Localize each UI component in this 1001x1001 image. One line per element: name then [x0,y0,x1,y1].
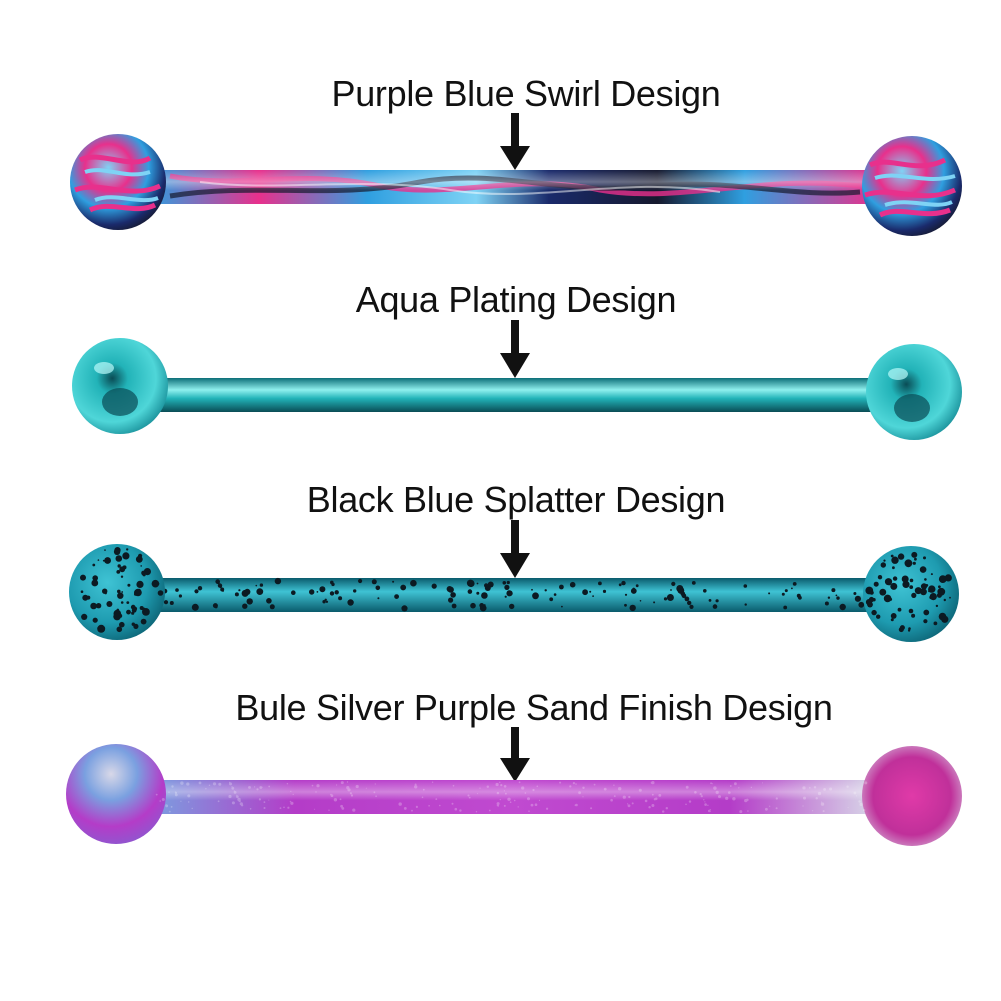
barbell-plating [72,338,962,440]
ball-right-swirl [862,136,962,236]
label-plating: Aqua Plating Design [356,279,677,320]
ball-left-plating [72,338,168,434]
sand-texture [155,781,868,814]
label-splatter: Black Blue Splatter Design [307,479,725,520]
barbell-sand [66,744,962,846]
ball-right-splatter [863,546,959,642]
bar-plating [150,378,875,412]
ball-right-sand [862,746,962,846]
barbell-splatter [69,544,959,642]
ball-left-swirl [70,134,166,230]
splatter-dots [158,577,865,612]
label-swirl: Purple Blue Swirl Design [332,73,721,114]
ball-left-splatter [69,544,165,640]
product-row-sand: Bule Silver Purple Sand Finish Design [66,687,962,846]
product-row-swirl: Purple Blue Swirl Design [70,73,962,236]
ball-right-plating [866,344,962,440]
arrow-down-icon [500,320,530,378]
label-sand: Bule Silver Purple Sand Finish Design [235,687,832,728]
arrow-down-icon [500,520,530,578]
splatter-ball-dots [80,547,952,633]
product-row-plating: Aqua Plating Design [72,279,962,440]
bar-splatter [150,578,875,612]
ball-left-sand [66,744,166,844]
arrow-down-icon [500,727,530,782]
barbell-swirl [70,134,962,236]
product-row-splatter: Black Blue Splatter Design [69,479,959,642]
arrow-down-icon [500,113,530,170]
